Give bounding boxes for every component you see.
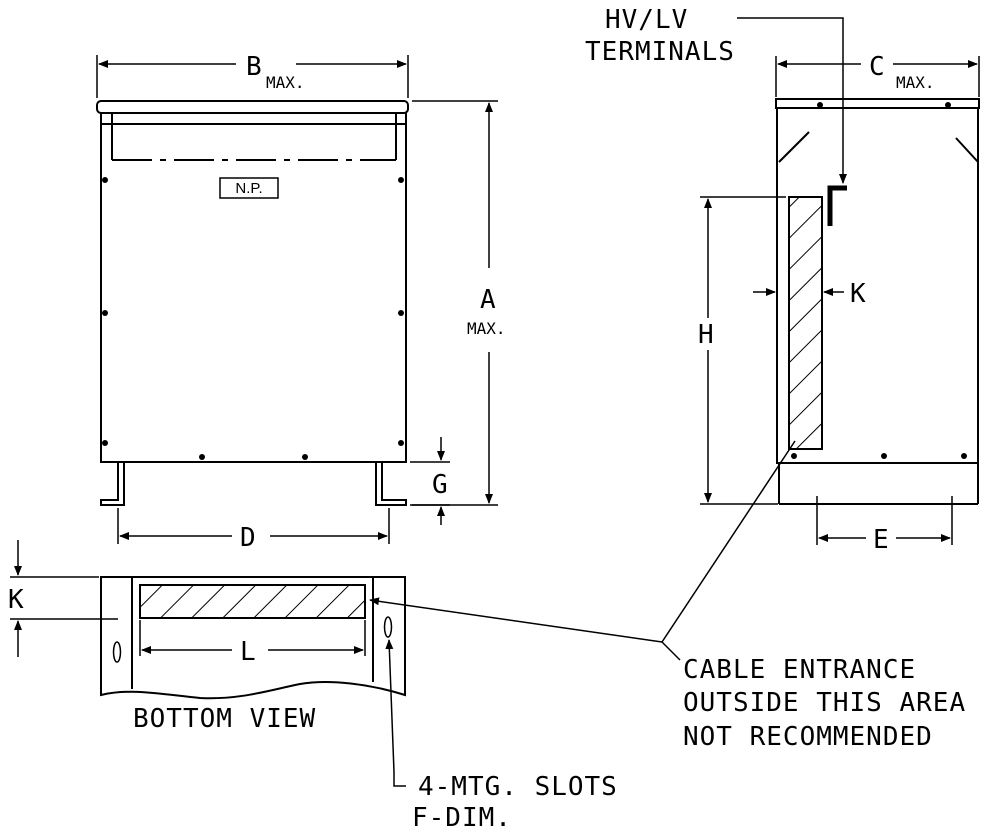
bottom-view: L K BOTTOM VIEW 4-MTG. SLOTS F-DIM.	[8, 540, 618, 831]
dimension-a: A MAX.	[412, 100, 506, 506]
front-left-foot	[100, 462, 125, 506]
dimension-k-bottom: K	[8, 540, 118, 657]
dim-b-label: B	[246, 52, 263, 82]
dimension-h: H	[698, 196, 786, 505]
dim-d-label: D	[240, 523, 257, 553]
bottom-view-outline	[100, 576, 406, 700]
side-cable-area	[788, 196, 823, 450]
dim-g-label: G	[432, 470, 449, 500]
dimension-l: L	[139, 620, 366, 667]
front-right-foot	[375, 462, 407, 506]
dim-k-side-label: K	[850, 279, 867, 309]
cable-label-line1: CABLE ENTRANCE	[683, 655, 916, 685]
bottom-view-label: BOTTOM VIEW	[133, 704, 316, 734]
front-bolts	[102, 177, 404, 460]
dimension-b: B MAX.	[96, 52, 409, 98]
cable-entrance-callout: CABLE ENTRANCE OUTSIDE THIS AREA NOT REC…	[369, 440, 966, 752]
dim-a-label: A	[480, 285, 497, 315]
dim-c-label: C	[869, 52, 886, 82]
cable-label-line3: NOT RECOMMENDED	[683, 722, 933, 752]
dimension-d: D	[117, 508, 390, 553]
dim-b-max: MAX.	[266, 73, 305, 92]
dimension-k-side: K	[753, 279, 867, 309]
side-bolts	[791, 102, 967, 459]
terminals-label-line1: HV/LV	[605, 5, 688, 35]
front-view: N.P. B MAX.	[96, 52, 506, 553]
front-enclosure-body	[100, 112, 407, 463]
dim-c-max: MAX.	[896, 73, 935, 92]
front-top-cap	[96, 100, 409, 114]
dim-k-bottom-label: K	[8, 585, 25, 615]
side-view: HV/LV TERMINALS C MAX. H K	[585, 5, 980, 555]
terminals-label-line2: TERMINALS	[585, 37, 735, 67]
slots-label-line1: 4-MTG. SLOTS	[418, 772, 618, 802]
cable-label-line2: OUTSIDE THIS AREA	[683, 688, 966, 718]
dimension-c: C MAX.	[775, 52, 980, 97]
dim-a-max: MAX.	[467, 319, 506, 338]
mounting-slot-right	[383, 616, 393, 638]
nameplate: N.P.	[219, 177, 279, 199]
terminal-bracket	[827, 185, 847, 226]
terminals-callout: HV/LV TERMINALS	[585, 5, 847, 184]
mounting-slot-left	[112, 641, 122, 663]
slots-label-line2: F-DIM.	[412, 803, 512, 831]
nameplate-label: N.P.	[235, 180, 262, 197]
dim-e-label: E	[873, 525, 890, 555]
dimension-e: E	[816, 496, 953, 555]
dim-l-label: L	[240, 637, 257, 667]
dim-h-label: H	[698, 320, 715, 350]
bottom-cable-area	[139, 584, 366, 619]
slots-callout: 4-MTG. SLOTS F-DIM.	[385, 639, 618, 831]
dimension-g: G	[410, 437, 450, 525]
